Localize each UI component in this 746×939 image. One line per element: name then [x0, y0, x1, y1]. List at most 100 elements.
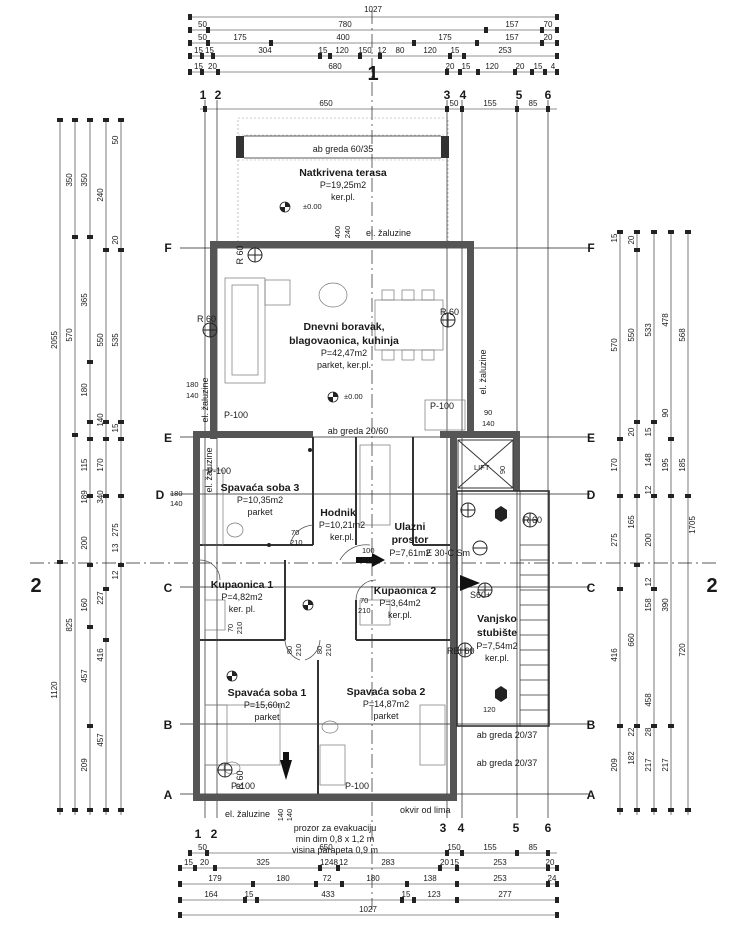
svg-text:E: E — [587, 431, 595, 445]
svg-text:1: 1 — [200, 88, 207, 102]
dimension-lines-left — [59, 118, 122, 815]
svg-text:P-100: P-100 — [430, 401, 454, 411]
svg-text:E: E — [164, 431, 172, 445]
svg-text:±0.00: ±0.00 — [303, 202, 322, 211]
bed1-name: Spavaća soba 1 — [228, 687, 307, 699]
beam-label-60-35: ab greda 60/35 — [313, 144, 374, 154]
svg-text:15: 15 — [610, 233, 619, 242]
svg-text:50: 50 — [450, 99, 459, 108]
bed2-name: Spavaća soba 2 — [347, 686, 426, 698]
svg-text:170: 170 — [610, 458, 619, 472]
svg-text:217: 217 — [661, 758, 670, 772]
svg-text:1705: 1705 — [688, 516, 697, 534]
svg-text:3: 3 — [444, 88, 451, 102]
svg-text:400: 400 — [333, 226, 342, 239]
svg-text:15: 15 — [184, 858, 193, 867]
svg-text:304: 304 — [258, 46, 272, 55]
lift-label: LIFT — [474, 463, 490, 472]
bath2-area: P=3,64m2 — [379, 598, 420, 608]
svg-text:550: 550 — [96, 333, 105, 347]
svg-text:15: 15 — [402, 890, 411, 899]
svg-text:209: 209 — [80, 758, 89, 772]
svg-text:50: 50 — [111, 135, 120, 144]
svg-text:720: 720 — [678, 643, 687, 657]
svg-text:433: 433 — [321, 890, 335, 899]
svg-text:283: 283 — [381, 858, 395, 867]
svg-text:P-100: P-100 — [207, 466, 231, 476]
svg-text:179: 179 — [208, 874, 222, 883]
svg-text:570: 570 — [65, 328, 74, 342]
svg-text:217: 217 — [644, 758, 653, 772]
svg-text:140: 140 — [285, 809, 294, 822]
svg-text:3: 3 — [440, 821, 447, 835]
svg-text:210: 210 — [324, 644, 333, 657]
svg-text:209: 209 — [610, 758, 619, 772]
svg-text:200: 200 — [80, 536, 89, 550]
misc-labels: el. žaluzine ab greda 20/60 ab greda 20/… — [170, 226, 542, 855]
svg-text:650: 650 — [319, 99, 333, 108]
svg-text:1120: 1120 — [50, 681, 59, 699]
terrace-name: Natkrivena terasa — [299, 167, 387, 179]
svg-text:15: 15 — [534, 62, 543, 71]
svg-text:120: 120 — [423, 46, 437, 55]
door-swings — [199, 524, 377, 661]
svg-text:115: 115 — [80, 458, 89, 471]
dimension-ticks-bottom — [178, 850, 559, 918]
svg-text:210: 210 — [358, 606, 371, 615]
svg-text:210: 210 — [362, 556, 375, 565]
elevation-markers — [226, 201, 339, 682]
svg-text:189: 189 — [80, 490, 89, 504]
svg-text:157: 157 — [505, 20, 519, 29]
svg-text:15: 15 — [205, 46, 214, 55]
bed1-area: P=15,60m2 — [244, 700, 290, 710]
svg-text:A: A — [164, 788, 173, 802]
svg-text:240: 240 — [343, 226, 352, 239]
beam-label-20-60: ab greda 20/60 — [328, 426, 389, 436]
svg-text:±0.00: ±0.00 — [344, 392, 363, 401]
svg-text:185: 185 — [678, 458, 687, 472]
dimension-ticks-left — [57, 118, 124, 812]
svg-text:4: 4 — [460, 88, 467, 102]
svg-text:70: 70 — [226, 624, 235, 632]
svg-text:478: 478 — [661, 313, 670, 327]
svg-text:15: 15 — [245, 890, 254, 899]
svg-text:12: 12 — [339, 858, 348, 867]
svg-text:B: B — [587, 718, 596, 732]
bath1-name: Kupaonica 1 — [211, 579, 274, 591]
svg-text:70: 70 — [360, 596, 368, 605]
dimension-ticks-right — [617, 230, 691, 812]
terrace-area: P=19,25m2 — [320, 180, 366, 190]
living-area: P=42,47m2 — [321, 348, 367, 358]
svg-text:20: 20 — [544, 33, 553, 42]
svg-text:210: 210 — [290, 538, 303, 547]
svg-text:165: 165 — [627, 515, 636, 529]
section-marker-top: 1 — [367, 63, 378, 85]
bath2-name: Kupaonica 2 — [374, 585, 437, 597]
svg-text:416: 416 — [610, 648, 619, 662]
svg-text:680: 680 — [328, 62, 342, 71]
svg-text:227: 227 — [96, 591, 105, 605]
hall-floor: ker.pl. — [330, 532, 354, 542]
svg-text:148: 148 — [644, 453, 653, 467]
svg-text:R 60: R 60 — [235, 245, 245, 264]
entry-name-2: prostor — [392, 534, 429, 546]
svg-text:15: 15 — [644, 427, 653, 436]
svg-text:5: 5 — [516, 88, 523, 102]
svg-text:12: 12 — [320, 858, 329, 867]
svg-text:140: 140 — [482, 419, 495, 428]
svg-text:80: 80 — [315, 646, 324, 654]
bath1-floor: ker. pl. — [229, 604, 256, 614]
living-name-2: blagovaonica, kuhinja — [289, 335, 399, 347]
svg-text:20: 20 — [440, 858, 449, 867]
svg-text:240: 240 — [96, 188, 105, 202]
svg-text:P-100: P-100 — [231, 781, 255, 791]
dim-text-top: 1027 50 780 157 70 50 175 400 175 157 20… — [194, 5, 556, 108]
svg-text:458: 458 — [644, 693, 653, 707]
svg-text:253: 253 — [498, 46, 512, 55]
svg-text:175: 175 — [233, 33, 247, 42]
svg-text:120: 120 — [483, 705, 496, 714]
svg-text:170: 170 — [96, 458, 105, 472]
axis-labels: 1 2 3 4 5 6 1 2 3 4 5 6 F E D C B A F E … — [30, 63, 717, 841]
svg-text:D: D — [587, 488, 596, 502]
svg-text:150: 150 — [447, 843, 461, 852]
